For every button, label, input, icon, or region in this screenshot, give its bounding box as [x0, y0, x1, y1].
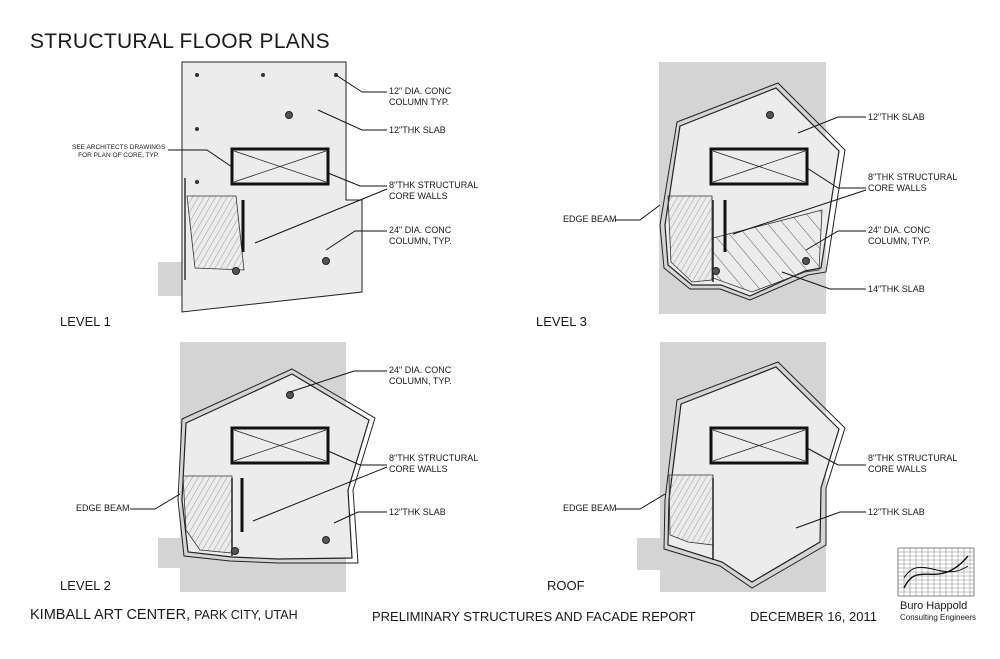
- level1-column-24: [232, 267, 240, 275]
- level1-slab: [181, 61, 363, 313]
- level2-plan: [130, 342, 388, 592]
- logo-company-name: Buro Happold: [900, 600, 968, 612]
- logo-text: Buro Happold Consulting Engineers: [900, 600, 976, 623]
- level2-core-label: 8"THK STRUCTURAL CORE WALLS: [389, 453, 478, 475]
- level1-core-line1: 8"THK STRUCTURAL: [389, 180, 479, 190]
- level2-core-line2: CORE WALLS: [389, 464, 448, 474]
- level1-col12-line1: 12" DIA. CONC: [389, 86, 452, 96]
- level2-core-opening: [230, 426, 330, 465]
- project-name: KIMBALL ART CENTER,: [30, 607, 191, 623]
- level1-core-label: 8"THK STRUCTURAL CORE WALLS: [389, 180, 478, 202]
- roof-core-line2: CORE WALLS: [868, 464, 927, 474]
- level2-col24-line1: 24" DIA. CONC: [389, 365, 452, 375]
- footer-project: KIMBALL ART CENTER, PARK CITY, UTAH: [30, 607, 298, 623]
- level2-edge-beam-label: EDGE BEAM: [76, 503, 130, 513]
- level3-core-line1: 8"THK STRUCTURAL: [868, 172, 958, 182]
- logo-company-subtitle: Consulting Engineers: [900, 613, 977, 622]
- level1-core-line2: CORE WALLS: [389, 191, 448, 201]
- report-title: PRELIMINARY STRUCTURES AND FACADE REPORT: [372, 609, 696, 624]
- level1-col24-label: 24" DIA. CONC COLUMN, TYP.: [389, 225, 452, 247]
- level1-name: LEVEL 1: [60, 314, 111, 329]
- roof-slab-label: 12"THK SLAB: [868, 507, 925, 517]
- roof-edge-beam: [663, 361, 846, 589]
- level3-plan: [615, 62, 867, 314]
- buro-happold-logo-mark: [897, 547, 975, 597]
- roof-core-line1: 8"THK STRUCTURAL: [868, 453, 958, 463]
- level2-col24-line2: COLUMN, TYP.: [389, 376, 452, 386]
- roof-stair-area: [668, 474, 714, 546]
- level1-see-architects-label: SEE ARCHITECTS DRAWINGS FOR PLAN OF CORE…: [72, 144, 165, 160]
- roof-name: ROOF: [547, 578, 585, 593]
- report-date: DECEMBER 16, 2011: [750, 609, 877, 624]
- project-location: PARK CITY, UTAH: [194, 608, 298, 622]
- level3-edge-beam: [659, 82, 846, 301]
- level2-name: LEVEL 2: [60, 578, 111, 593]
- roof-core-label: 8"THK STRUCTURAL CORE WALLS: [868, 453, 957, 475]
- level2-core-line1: 8"THK STRUCTURAL: [389, 453, 479, 463]
- level1-plan: [158, 61, 388, 313]
- level1-slab-label: 12"THK SLAB: [389, 125, 446, 135]
- level3-edge-beam-label: EDGE BEAM: [563, 214, 617, 224]
- level1-see-line1: SEE ARCHITECTS DRAWINGS: [72, 144, 166, 151]
- level2-edge-beam: [177, 368, 376, 564]
- level3-slab14-label: 14"THK SLAB: [868, 284, 925, 294]
- level1-col12-line2: COLUMN TYP.: [389, 97, 450, 107]
- roof-edge-beam-label: EDGE BEAM: [563, 503, 617, 513]
- level1-see-line2: FOR PLAN OF CORE, TYP.: [78, 152, 160, 159]
- level2-stair-area: [182, 475, 233, 554]
- level3-core-label: 8"THK STRUCTURAL CORE WALLS: [868, 172, 957, 194]
- level1-stair-area: [186, 195, 245, 271]
- level3-col24-line2: COLUMN, TYP.: [868, 236, 931, 246]
- level1-col24-line2: COLUMN, TYP.: [389, 236, 452, 246]
- level2-slab-label: 12"THK SLAB: [389, 507, 446, 517]
- level3-core-line2: CORE WALLS: [868, 183, 927, 193]
- level2-col24-label: 24" DIA. CONC COLUMN, TYP.: [389, 365, 452, 387]
- level3-col24-label: 24" DIA. CONC COLUMN, TYP.: [868, 225, 931, 247]
- page-title: STRUCTURAL FLOOR PLANS: [30, 30, 330, 53]
- level1-ground-shadow: [158, 262, 182, 296]
- level1-col24-line1: 24" DIA. CONC: [389, 225, 452, 235]
- level1-column-24: [285, 111, 293, 119]
- level3-slab-label: 12"THK SLAB: [868, 112, 925, 122]
- level1-column-24: [322, 257, 330, 265]
- roof-plan: [615, 342, 866, 592]
- level3-col24-line1: 24" DIA. CONC: [868, 225, 931, 235]
- level3-stair-area: [667, 195, 713, 283]
- level3-name: LEVEL 3: [536, 314, 587, 329]
- level1-col12-label: 12" DIA. CONC COLUMN TYP.: [389, 86, 451, 108]
